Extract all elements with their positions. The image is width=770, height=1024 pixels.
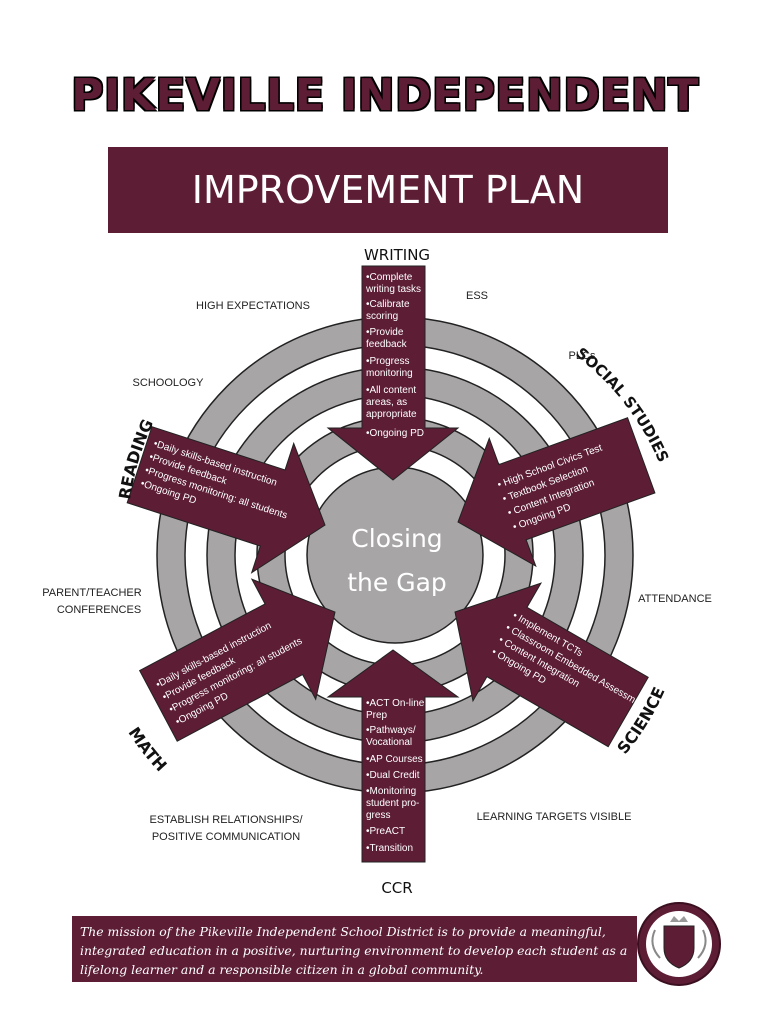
writing-item: feedback [366,339,408,350]
ccr-item: student pro- [366,798,419,809]
writing-items: •Complete writing tasks •Calibrate scori… [365,272,424,439]
district-seal [637,902,721,986]
math-label: MATH [125,724,171,776]
ccr-item: •AP Courses [366,754,423,765]
label-parent-teacher-2: CONFERENCES [57,604,141,616]
ccr-label: CCR [381,879,412,897]
science-arrow: • Implement TCTs • Classroom Embedded As… [454,582,654,748]
ccr-item: •Pathways/ [366,725,416,736]
writing-item: writing tasks [365,284,421,295]
label-plcs: PLCs [569,350,596,362]
writing-item: •Provide [366,327,404,338]
ccr-arrow: •ACT On-line Prep •Pathways/ Vocational … [326,649,460,863]
page-title: PIKEVILLE INDEPENDENT [71,70,699,121]
label-high-expectations: HIGH EXPECTATIONS [196,300,310,312]
center-text-line1: Closing [351,524,442,553]
label-parent-teacher-1: PARENT/TEACHER [42,587,141,599]
ccr-items: •ACT On-line Prep •Pathways/ Vocational … [366,698,425,854]
writing-item: •Progress [366,356,410,367]
ccr-item: Vocational [366,737,412,748]
ccr-item: gress [366,810,390,821]
center-text-line2: the Gap [347,568,447,597]
writing-item: •All content [366,385,416,396]
crown-icon [670,916,688,922]
writing-item: •Complete [366,272,413,283]
ccr-item: •ACT On-line [366,698,425,709]
ccr-item: •Dual Credit [366,770,420,781]
writing-item: •Ongoing PD [366,428,424,439]
label-learning-targets: LEARNING TARGETS VISIBLE [477,811,632,823]
ccr-item: •Transition [366,843,413,854]
ccr-item: •PreACT [366,826,405,837]
writing-item: •Calibrate [366,299,410,310]
mission-statement: The mission of the Pikeville Independent… [72,916,637,982]
plan-banner: IMPROVEMENT PLAN [108,147,668,233]
label-ess: ESS [466,290,488,302]
writing-label: WRITING [364,246,430,264]
writing-item: areas, as [366,397,407,408]
label-attendance: ATTENDANCE [638,593,712,605]
ccr-item: Prep [366,710,388,721]
ccr-item: •Monitoring [366,786,416,797]
writing-item: scoring [366,311,398,322]
writing-arrow: •Complete writing tasks •Calibrate scori… [326,265,460,481]
writing-item: monitoring [366,368,413,379]
writing-item: appropriate [366,409,417,420]
label-relationships-1: ESTABLISH RELATIONSHIPS/ [149,814,303,826]
shield-icon [663,925,695,969]
label-relationships-2: POSITIVE COMMUNICATION [152,831,300,843]
label-schoology: SCHOOLOGY [133,377,205,389]
